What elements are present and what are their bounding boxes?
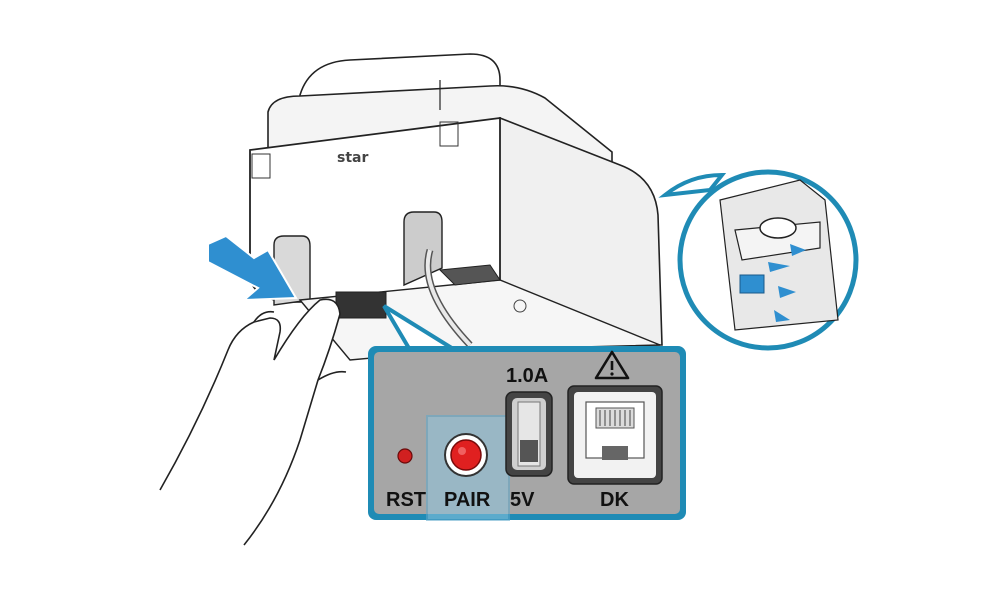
current-rating-label: 1.0A (506, 365, 548, 387)
usb-port (505, 391, 553, 477)
rst-label: RST (386, 489, 426, 511)
dk-label: DK (600, 489, 629, 511)
hand-illustration (159, 298, 347, 546)
dk-drawer-kick-port (567, 385, 663, 485)
pair-button (444, 433, 488, 477)
usb-voltage-label: 5V (510, 489, 535, 511)
rst-reset-hole (397, 448, 413, 464)
pair-label: PAIR (444, 489, 491, 511)
port-panel-zoom: 1.0A RST PAIR 5V DK (368, 304, 686, 521)
press-direction-arrow (207, 234, 298, 302)
feed-button-callout (658, 169, 859, 351)
warning-triangle-icon (594, 350, 630, 380)
printer-brand-logo: star (337, 150, 368, 166)
